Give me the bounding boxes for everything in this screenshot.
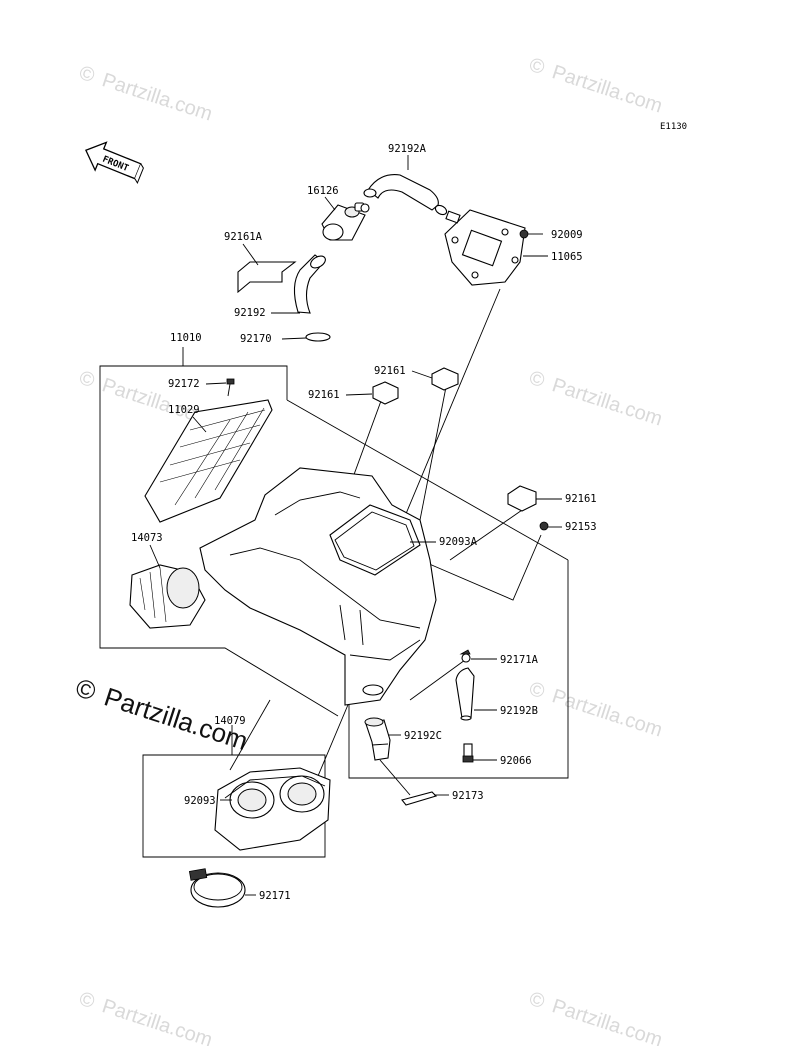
part-label[interactable]: 92161A (224, 231, 263, 243)
hose-92192A (363, 174, 448, 216)
clip-92173 (401, 791, 438, 806)
part-label[interactable]: 92192C (388, 730, 442, 742)
svg-text:Partzilla.com: Partzilla.com (549, 61, 665, 117)
diagram-code: E1130 (660, 122, 687, 132)
hose-92192B (455, 667, 475, 721)
watermark: © Partzilla.com (526, 54, 665, 118)
svg-text:92192A: 92192A (388, 143, 427, 155)
part-label[interactable]: 92153 (548, 521, 597, 533)
part-label[interactable]: 92161 (374, 365, 433, 379)
part-label[interactable]: 92093 (184, 795, 232, 807)
part-label[interactable]: 92192A (388, 143, 427, 170)
svg-text:92173: 92173 (452, 790, 484, 802)
svg-text:92161: 92161 (565, 493, 597, 505)
svg-text:©: © (526, 678, 547, 704)
group-lines (99, 288, 569, 858)
svg-text:©: © (526, 367, 547, 393)
fitting-92066 (462, 743, 474, 763)
part-label[interactable]: 92171A (471, 654, 539, 666)
svg-text:©: © (526, 988, 547, 1014)
svg-text:Partzilla.com: Partzilla.com (549, 995, 665, 1046)
svg-text:©: © (526, 54, 547, 80)
svg-text:92171: 92171 (259, 890, 291, 902)
watermark: © Partzilla.com (526, 678, 665, 742)
band-clamp-92171 (188, 868, 246, 908)
svg-text:92161: 92161 (374, 365, 406, 377)
part-label[interactable]: 16126 (307, 185, 339, 211)
bolt-92153 (539, 521, 549, 531)
part-label[interactable]: 92161 (536, 493, 597, 505)
part-label[interactable]: 92170 (240, 333, 272, 345)
part-label[interactable]: 92093A (410, 536, 478, 548)
part-label[interactable]: 92161 (308, 389, 373, 401)
watermark: © Partzilla.com (76, 988, 215, 1046)
svg-text:Partzilla.com: Partzilla.com (549, 685, 665, 741)
svg-text:92161A: 92161A (224, 231, 263, 243)
pad-92161-b (431, 367, 459, 391)
svg-text:Partzilla.com: Partzilla.com (99, 69, 215, 125)
svg-text:92192C: 92192C (404, 730, 442, 742)
svg-text:92009: 92009 (551, 229, 583, 241)
part-label[interactable]: 92009 (551, 229, 583, 241)
svg-text:92192: 92192 (234, 307, 266, 319)
svg-text:©: © (76, 988, 97, 1014)
svg-text:92192B: 92192B (500, 705, 538, 717)
part-label[interactable]: 92066 (473, 755, 532, 767)
svg-text:14079: 14079 (214, 715, 246, 727)
watermark: © Partzilla.com (76, 62, 215, 126)
part-label[interactable]: 14079 (214, 715, 246, 727)
part-label[interactable]: 92192B (474, 705, 538, 717)
svg-text:©: © (76, 62, 97, 88)
svg-text:92170: 92170 (240, 333, 272, 345)
part-label[interactable]: 11065 (523, 251, 583, 263)
svg-text:11029: 11029 (168, 404, 200, 416)
part-label[interactable]: 92173 (434, 790, 484, 802)
svg-text:Partzilla.com: Partzilla.com (549, 374, 665, 430)
svg-text:92153: 92153 (565, 521, 597, 533)
clamp-92170 (281, 332, 331, 342)
watermark: © Partzilla.com (526, 988, 665, 1046)
valve-16126 (321, 202, 370, 241)
part-label[interactable]: 11029 (168, 404, 207, 433)
svg-text:92161: 92161 (308, 389, 340, 401)
air-cleaner-housing-11010 (199, 467, 437, 706)
svg-text:14073: 14073 (131, 532, 163, 544)
svg-text:11065: 11065 (551, 251, 583, 263)
pad-92161-c (507, 485, 537, 512)
svg-text:16126: 16126 (307, 185, 339, 197)
svg-text:92171A: 92171A (500, 654, 539, 666)
part-label[interactable]: 92172 (168, 378, 227, 390)
hose-92192 (293, 254, 326, 314)
watermark: © Partzilla.com (526, 367, 665, 431)
svg-text:11010: 11010 (170, 332, 202, 344)
svg-text:©: © (72, 672, 100, 706)
svg-text:92093: 92093 (184, 795, 216, 807)
part-label[interactable]: 11010 (170, 332, 202, 344)
svg-text:92172: 92172 (168, 378, 200, 390)
svg-text:©: © (76, 367, 97, 393)
pad-92161-a (372, 381, 399, 405)
filter-element-11029 (144, 399, 273, 523)
svg-text:92093A: 92093A (439, 536, 478, 548)
cover-plate-11065 (444, 209, 526, 286)
adapter-14079 (214, 767, 331, 851)
part-label[interactable]: 92192 (234, 307, 300, 319)
clamp-92171A (459, 649, 471, 663)
part-label[interactable]: 92171 (245, 890, 291, 902)
svg-text:92066: 92066 (500, 755, 532, 767)
part-labels: 92192A 16126 92161A 92009 11065 92192 92… (131, 143, 597, 902)
duct-14073 (129, 564, 206, 629)
plug-92192C (364, 717, 391, 761)
svg-text:Partzilla.com: Partzilla.com (99, 995, 215, 1046)
part-label[interactable]: 14073 (131, 532, 163, 569)
bracket-92161A (237, 243, 297, 294)
screw-92009 (519, 229, 543, 239)
front-arrow-icon: FRONT (85, 141, 144, 185)
screw-92172 (226, 378, 235, 397)
